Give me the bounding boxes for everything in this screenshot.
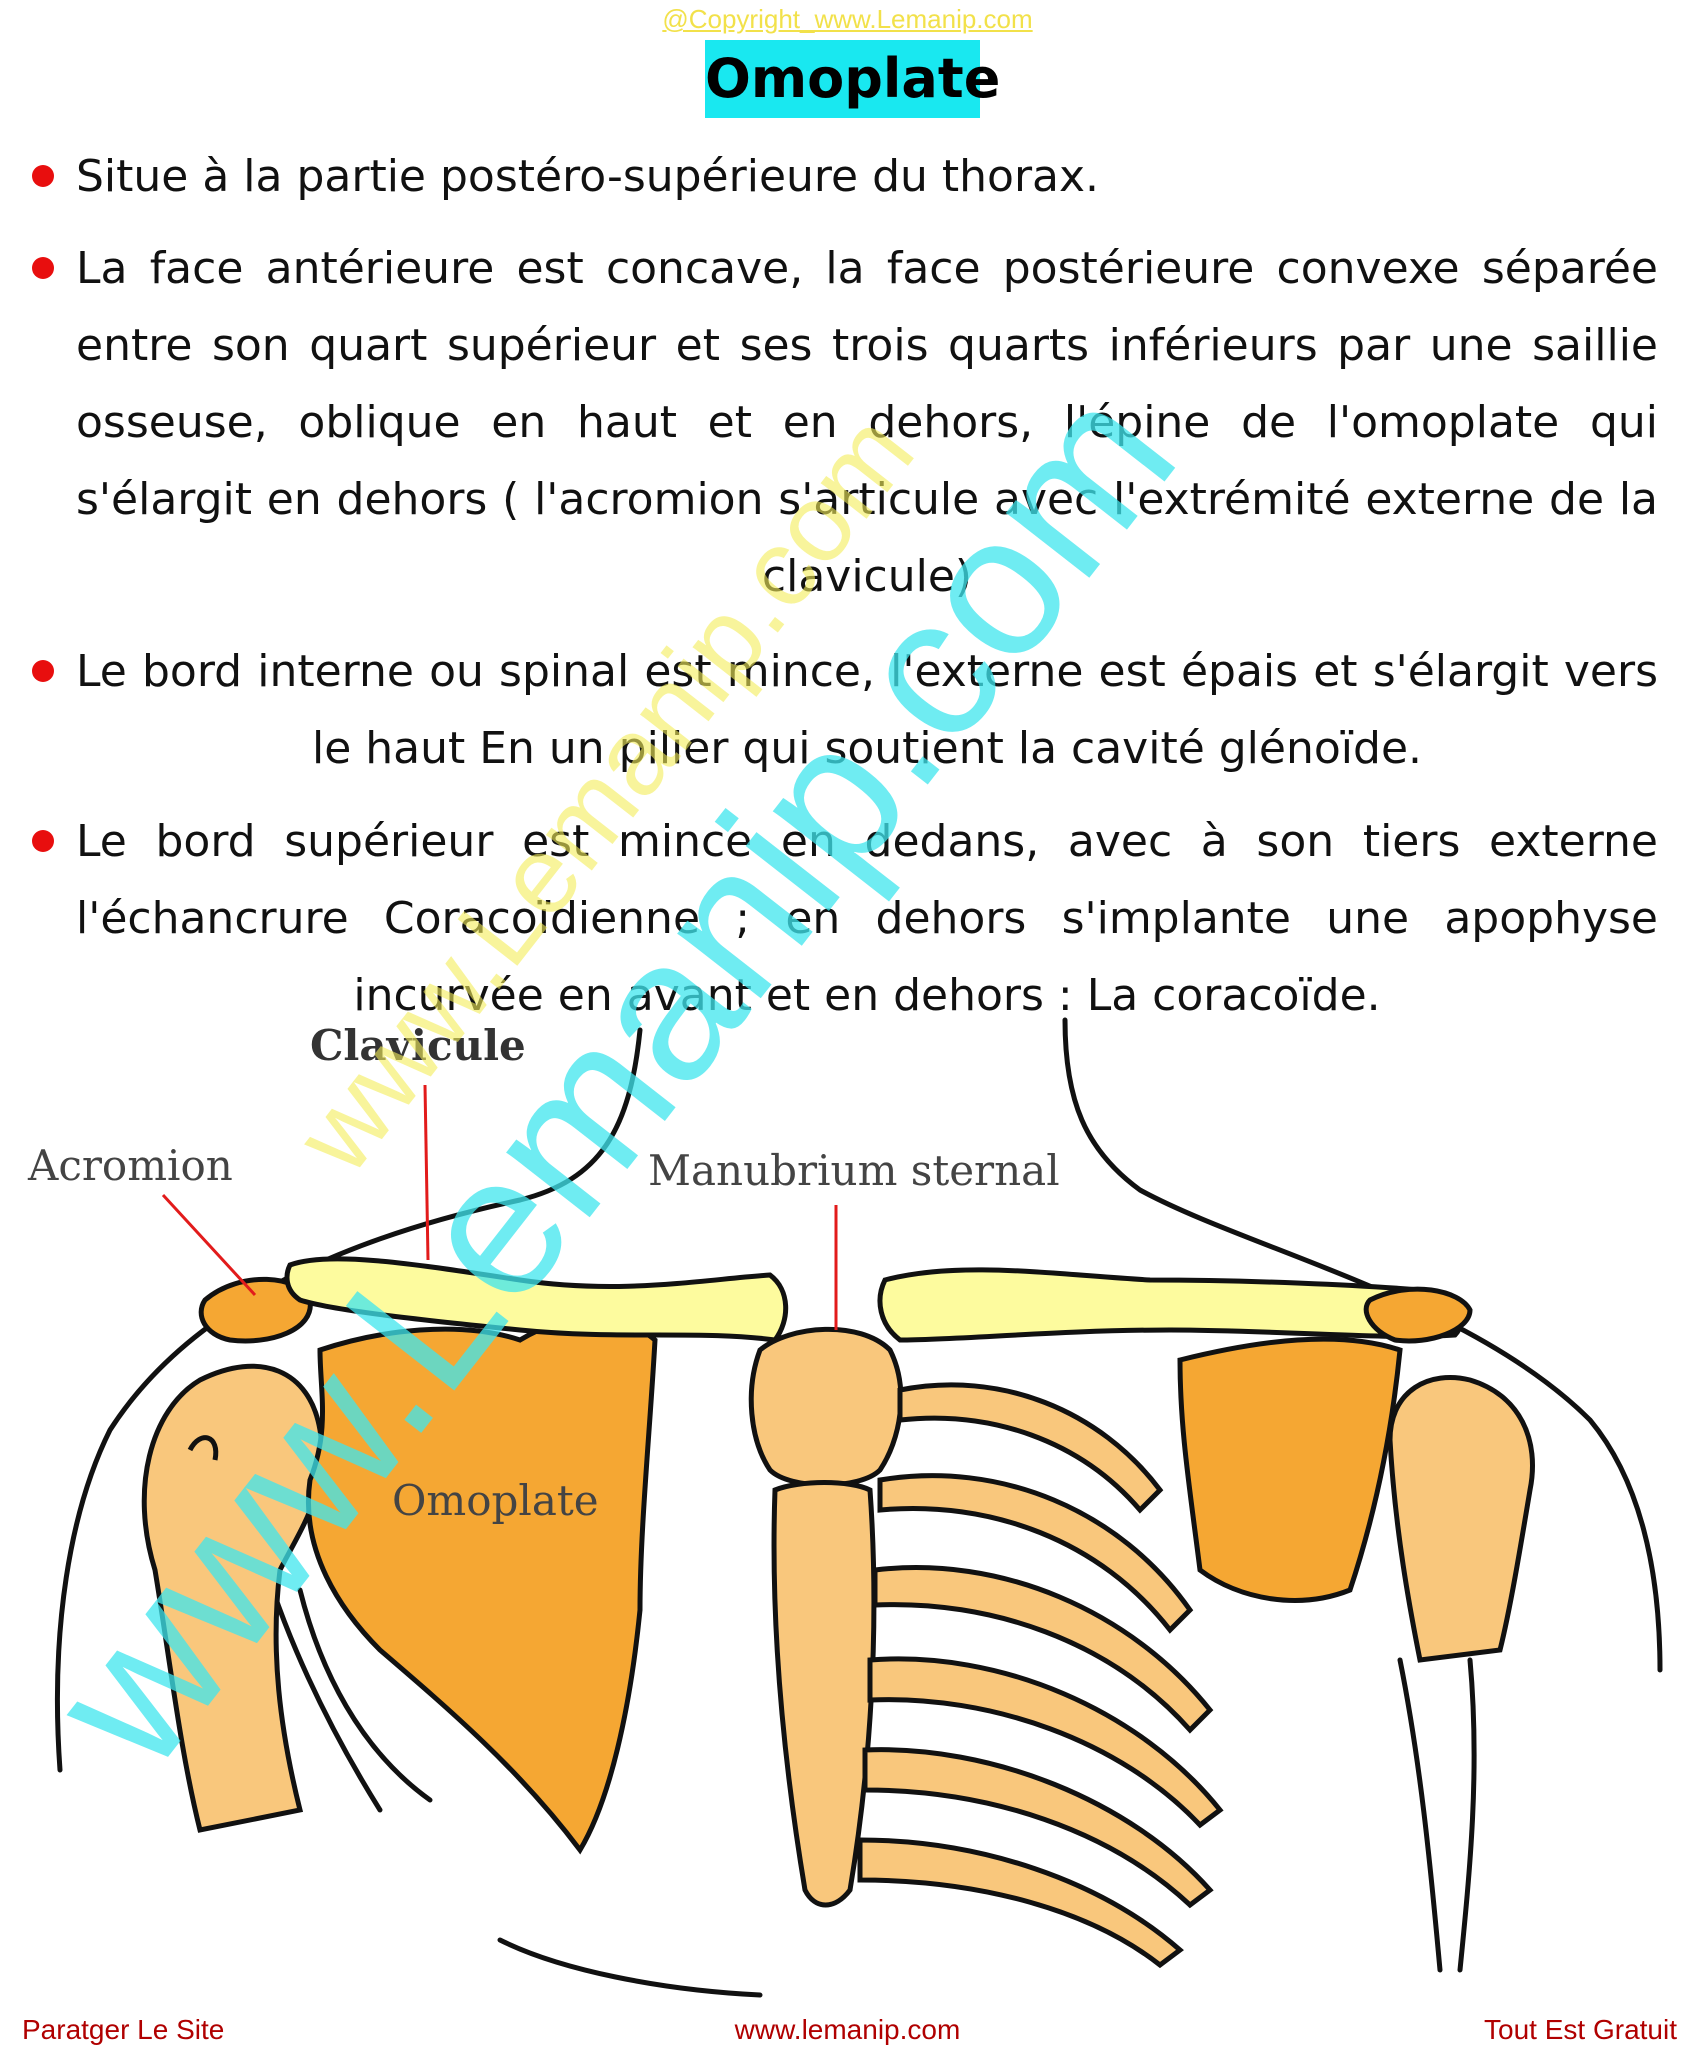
torso-right-2	[1457, 1657, 1477, 1973]
bullet-text-1: Situe à la partie postéro-supérieure du …	[76, 151, 1100, 202]
label-clavicule: Clavicule	[310, 1021, 526, 1070]
right-acromion	[1363, 1286, 1473, 1344]
bullet-text-3: Le bord interne ou spinal est mince, l'e…	[76, 646, 1658, 774]
left-clavicle	[284, 1256, 789, 1343]
shoulder-anatomy-figure: Clavicule Acromion Manubrium sternal Omo…	[27, 1017, 1663, 1998]
manubrium	[748, 1326, 904, 1488]
right-scapula	[1177, 1336, 1403, 1603]
right-humerus	[1387, 1375, 1535, 1663]
label-omoplate: Omoplate	[392, 1476, 599, 1525]
right-clavicle	[877, 1267, 1463, 1343]
bullet-dot	[32, 165, 54, 187]
arm-left-outer	[297, 1587, 433, 1803]
label-manubrium: Manubrium sternal	[648, 1146, 1060, 1195]
left-scapula	[306, 1315, 658, 1855]
label-acromion: Acromion	[27, 1141, 233, 1190]
footer-center-link[interactable]: www.lemanip.com	[734, 2014, 961, 2045]
footer-right: Tout Est Gratuit	[1484, 2014, 1677, 2045]
bullet-text-2: La face antérieure est concave, la face …	[76, 243, 1658, 602]
right-ribs	[857, 1382, 1224, 1969]
bullet-dot	[32, 830, 54, 852]
bullet-text-4: Le bord supérieur est mince en dedans, a…	[76, 816, 1658, 1021]
torso-left	[497, 1937, 763, 1998]
page-title: Omoplate	[705, 40, 1000, 118]
torso-right	[1397, 1657, 1443, 1973]
left-humerus	[141, 1363, 325, 1833]
bullet-dot	[32, 660, 54, 682]
sternum-body	[771, 1480, 877, 1908]
bullet-dot	[32, 257, 54, 279]
left-acromion	[198, 1276, 313, 1344]
copyright-notice: @Copyright_www.Lemanip.com	[662, 4, 1033, 34]
footer-left[interactable]: Paratger Le Site	[22, 2014, 225, 2045]
